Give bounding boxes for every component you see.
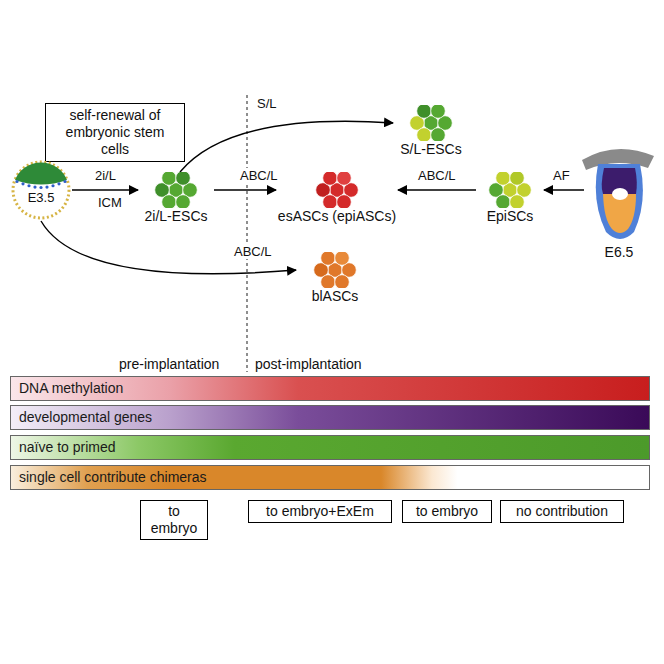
contribution-text: to embryo xyxy=(407,503,487,520)
stage-label: E6.5 xyxy=(576,244,662,261)
primitive-endoderm-cell xyxy=(51,184,54,187)
cell xyxy=(323,195,338,208)
condition-label: S/L xyxy=(255,96,279,111)
cell xyxy=(162,195,177,208)
condition-label: ABC/L xyxy=(232,244,274,259)
cell-line-name: S/L-ESCs xyxy=(393,141,469,158)
stage-region-label: post-implantation xyxy=(253,357,364,372)
band-label: developmental genes xyxy=(11,406,649,429)
cell xyxy=(321,252,336,265)
source-label: ICM xyxy=(96,195,124,210)
chimera-box: to embryo xyxy=(140,500,208,540)
cell-line-name: blASCs xyxy=(296,288,374,305)
gradient-band: DNA methylation xyxy=(10,376,650,401)
gradient-band: developmental genes xyxy=(10,405,650,430)
arrow-connector xyxy=(544,189,584,190)
arrow-connector xyxy=(214,189,276,190)
cell xyxy=(176,172,191,185)
primitive-endoderm-cell xyxy=(27,184,30,187)
arrow-connector xyxy=(180,121,393,172)
egg-cylinder-embryo: E6.5 xyxy=(576,140,662,261)
cell xyxy=(431,128,446,141)
condition-label: ABC/L xyxy=(238,168,280,183)
cell xyxy=(431,105,446,118)
cell-cluster xyxy=(476,172,544,208)
gradient-band: single cell contribute chimeras xyxy=(10,465,650,490)
cell xyxy=(323,172,338,185)
cell xyxy=(162,172,177,185)
arrow-connector xyxy=(41,221,296,274)
cell xyxy=(417,105,432,118)
chimera-box: to embryo xyxy=(402,500,492,523)
cell-cluster xyxy=(393,105,469,141)
cell xyxy=(335,275,350,288)
primitive-endoderm-cell xyxy=(39,186,42,189)
primitive-endoderm-cell xyxy=(63,180,66,183)
chimera-box: no contribution xyxy=(500,500,624,523)
cell-colony: 2i/L-ESCs xyxy=(138,172,214,225)
proamniotic-cavity xyxy=(612,188,628,200)
cell xyxy=(496,195,511,208)
stage-label: E3.5 xyxy=(10,189,72,206)
cell xyxy=(321,275,336,288)
primitive-endoderm-cell xyxy=(21,182,24,185)
note-box: self-renewal of embryonic stem cells xyxy=(45,103,185,162)
inner-cell-mass xyxy=(15,162,67,184)
cell-colony: esASCs (epiASCs) xyxy=(276,172,398,225)
cell-cluster xyxy=(296,252,374,288)
primitive-endoderm-cell xyxy=(15,180,18,183)
cell xyxy=(337,195,352,208)
cell-line-name: EpiSCs xyxy=(476,208,544,225)
contribution-text: no contribution xyxy=(505,503,619,520)
condition-label: 2i/L xyxy=(93,168,118,183)
cell xyxy=(510,195,525,208)
cell xyxy=(496,172,511,185)
visceral-endoderm xyxy=(596,164,643,239)
contribution-text: to embryo xyxy=(145,503,203,537)
contribution-text: to embryo+ExEm xyxy=(253,503,387,520)
cell xyxy=(337,172,352,185)
arrow-connector xyxy=(398,189,476,190)
cell-colony: EpiSCs xyxy=(476,172,544,225)
primitive-endoderm-cell xyxy=(33,185,36,188)
cell-line-name: 2i/L-ESCs xyxy=(138,208,214,225)
band-label: DNA methylation xyxy=(11,377,649,400)
chimera-box: to embryo+ExEm xyxy=(248,500,392,523)
egg-cylinder-drawing xyxy=(576,140,662,244)
implantation-divider xyxy=(246,95,247,372)
condition-label: ABC/L xyxy=(416,168,458,183)
stage-region-label: pre-implantation xyxy=(117,357,221,372)
band-label: naïve to primed xyxy=(11,436,649,459)
cell-line-name: esASCs (epiASCs) xyxy=(276,208,398,225)
band-label: single cell contribute chimeras xyxy=(11,466,649,489)
note-text: self-renewal of embryonic stem cells xyxy=(52,107,178,158)
cell-cluster xyxy=(138,172,214,208)
cell xyxy=(417,128,432,141)
cell-cluster xyxy=(276,172,398,208)
primitive-endoderm-cell xyxy=(57,182,60,185)
blastocyst-embryo: E3.5 xyxy=(10,159,72,221)
gradient-band: naïve to primed xyxy=(10,435,650,460)
primitive-endoderm-cell xyxy=(45,185,48,188)
cell xyxy=(510,172,525,185)
condition-label: AF xyxy=(551,168,572,183)
cell xyxy=(176,195,191,208)
arrow-connector xyxy=(72,189,138,190)
cell xyxy=(335,252,350,265)
cell-colony: blASCs xyxy=(296,252,374,305)
cell-colony: S/L-ESCs xyxy=(393,105,469,158)
